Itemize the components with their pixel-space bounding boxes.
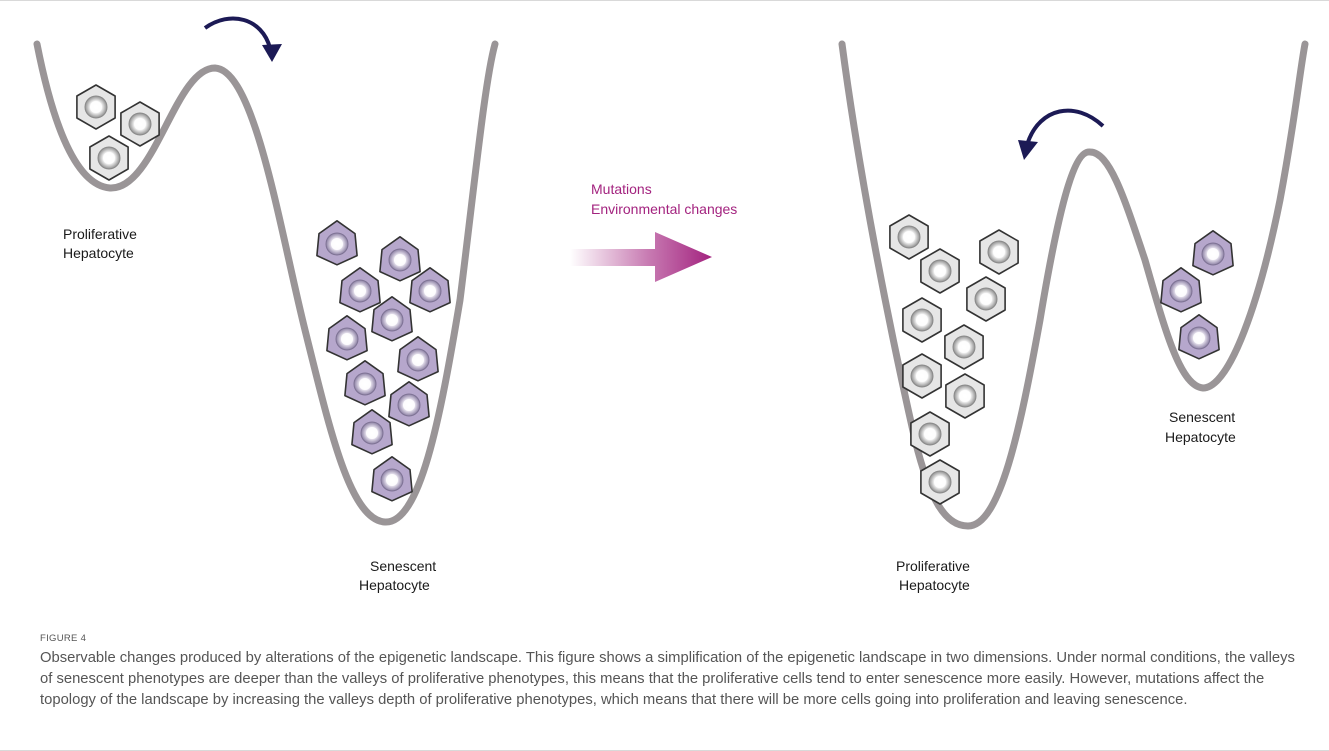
right-proliferative-cell — [946, 374, 984, 418]
right-proliferative-cell — [967, 277, 1005, 321]
right-proliferative-cell — [890, 215, 928, 259]
right-proliferative-cell — [921, 460, 959, 504]
left-senescent-cell — [410, 268, 450, 312]
left-senescent-label-line2: Hepatocyte — [359, 577, 430, 593]
transition-label-environmental: Environmental changes — [591, 201, 737, 217]
right-proliferative-label-line2: Hepatocyte — [899, 577, 970, 593]
right-proliferative-cell — [945, 325, 983, 369]
right-proliferative-cell — [921, 249, 959, 293]
left-senescent-cell — [327, 316, 367, 360]
cells-layer — [77, 85, 1233, 504]
left-proliferative-label-line2: Hepatocyte — [63, 245, 134, 261]
left-proliferative-cell — [121, 102, 159, 146]
right-senescent-cell — [1179, 315, 1219, 359]
left-senescent-cell — [352, 410, 392, 454]
left-senescent-cell — [372, 457, 412, 501]
right-senescent-cell — [1193, 231, 1233, 275]
right-proliferative-label-line1: Proliferative — [896, 558, 970, 574]
left-senescent-cell — [380, 237, 420, 281]
left-senescent-cell — [317, 221, 357, 265]
right-senescent-label-line2: Hepatocyte — [1165, 429, 1236, 445]
transition-label-mutations: Mutations — [591, 181, 652, 197]
right-senescent-cell — [1161, 268, 1201, 312]
figure-caption-text: Observable changes produced by alteratio… — [40, 648, 1300, 711]
left-senescent-label-line1: Senescent — [370, 558, 436, 574]
left-proliferative-label-line1: Proliferative — [63, 226, 137, 242]
left-proliferative-cell — [77, 85, 115, 129]
figure-caption: FIGURE 4 Observable changes produced by … — [40, 633, 1300, 711]
right-landscape-curve — [842, 44, 1305, 526]
right-senescent-label-line1: Senescent — [1169, 409, 1235, 425]
left-senescent-cell — [398, 337, 438, 381]
transition-arrow — [570, 232, 712, 282]
left-senescent-cell — [340, 268, 380, 312]
left-senescent-cell — [345, 361, 385, 405]
right-proliferative-cell — [903, 298, 941, 342]
left-curved-arrow — [205, 18, 282, 62]
left-senescent-cell — [389, 382, 429, 426]
left-proliferative-cell — [90, 136, 128, 180]
figure-label: FIGURE 4 — [40, 633, 1300, 644]
right-proliferative-cell — [903, 354, 941, 398]
right-proliferative-cell — [980, 230, 1018, 274]
epigenetic-landscape-diagram: Mutations Environmental changes Prolifer… — [0, 0, 1329, 625]
